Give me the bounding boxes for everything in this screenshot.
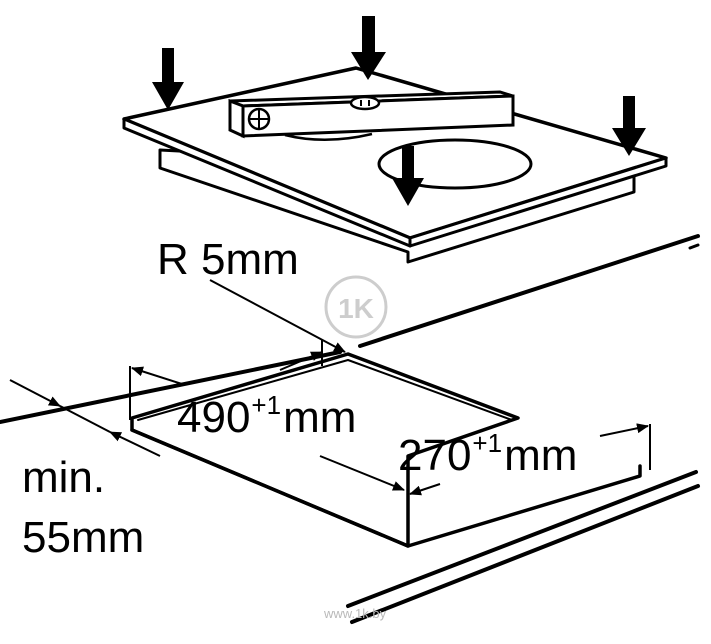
depth-value: 270 bbox=[398, 431, 472, 480]
width-dim-arrow-left bbox=[131, 366, 183, 385]
min-label-line1: min. bbox=[22, 453, 106, 502]
cooking-zone-front bbox=[377, 138, 533, 190]
min-dim-line-top bbox=[9, 379, 61, 407]
dimension-lines bbox=[9, 279, 651, 496]
watermark-logo: 1K bbox=[324, 275, 388, 339]
press-arrows bbox=[152, 16, 646, 206]
spirit-level-front bbox=[228, 98, 245, 139]
min-label-line2: 55mm bbox=[22, 513, 145, 562]
cutout-front-face bbox=[130, 428, 642, 548]
depth-dimension-label: 270+1mm bbox=[398, 430, 578, 480]
spirit-level bbox=[228, 90, 515, 139]
worktop bbox=[0, 234, 700, 624]
arrow-down-center-icon bbox=[392, 146, 424, 206]
worktop-front-edge-2 bbox=[346, 470, 698, 608]
radius-label: R 5mm bbox=[157, 235, 299, 284]
watermark-logo-text: 1K bbox=[338, 293, 374, 324]
spirit-level-side bbox=[241, 94, 515, 138]
arrow-down-left-icon bbox=[152, 48, 184, 110]
depth-dim-arrow-bottom bbox=[319, 455, 405, 491]
min-dim-line-bottom bbox=[109, 431, 161, 457]
cooking-zone-back bbox=[284, 132, 373, 141]
arrow-down-top-icon bbox=[351, 16, 386, 80]
cutout-inner-edge bbox=[137, 359, 513, 421]
radius-leader bbox=[209, 279, 346, 353]
width-dim-arrow-right bbox=[279, 351, 323, 371]
arrow-down-right-icon bbox=[612, 96, 646, 156]
depth-unit: mm bbox=[504, 431, 578, 480]
depth-tolerance: +1 bbox=[472, 428, 503, 458]
worktop-front-edge-1 bbox=[350, 484, 700, 624]
spirit-level-vial-center bbox=[349, 95, 381, 111]
width-unit: mm bbox=[283, 393, 357, 442]
width-tolerance: +1 bbox=[251, 390, 282, 420]
width-dimension-label: 490+1mm bbox=[177, 392, 357, 442]
depth-dim-arrow-top bbox=[599, 423, 649, 437]
width-value: 490 bbox=[177, 393, 251, 442]
hob-glass-front-right bbox=[408, 156, 668, 248]
worktop-back-edge bbox=[0, 234, 700, 424]
watermark-text: www.1k.by bbox=[324, 606, 387, 621]
